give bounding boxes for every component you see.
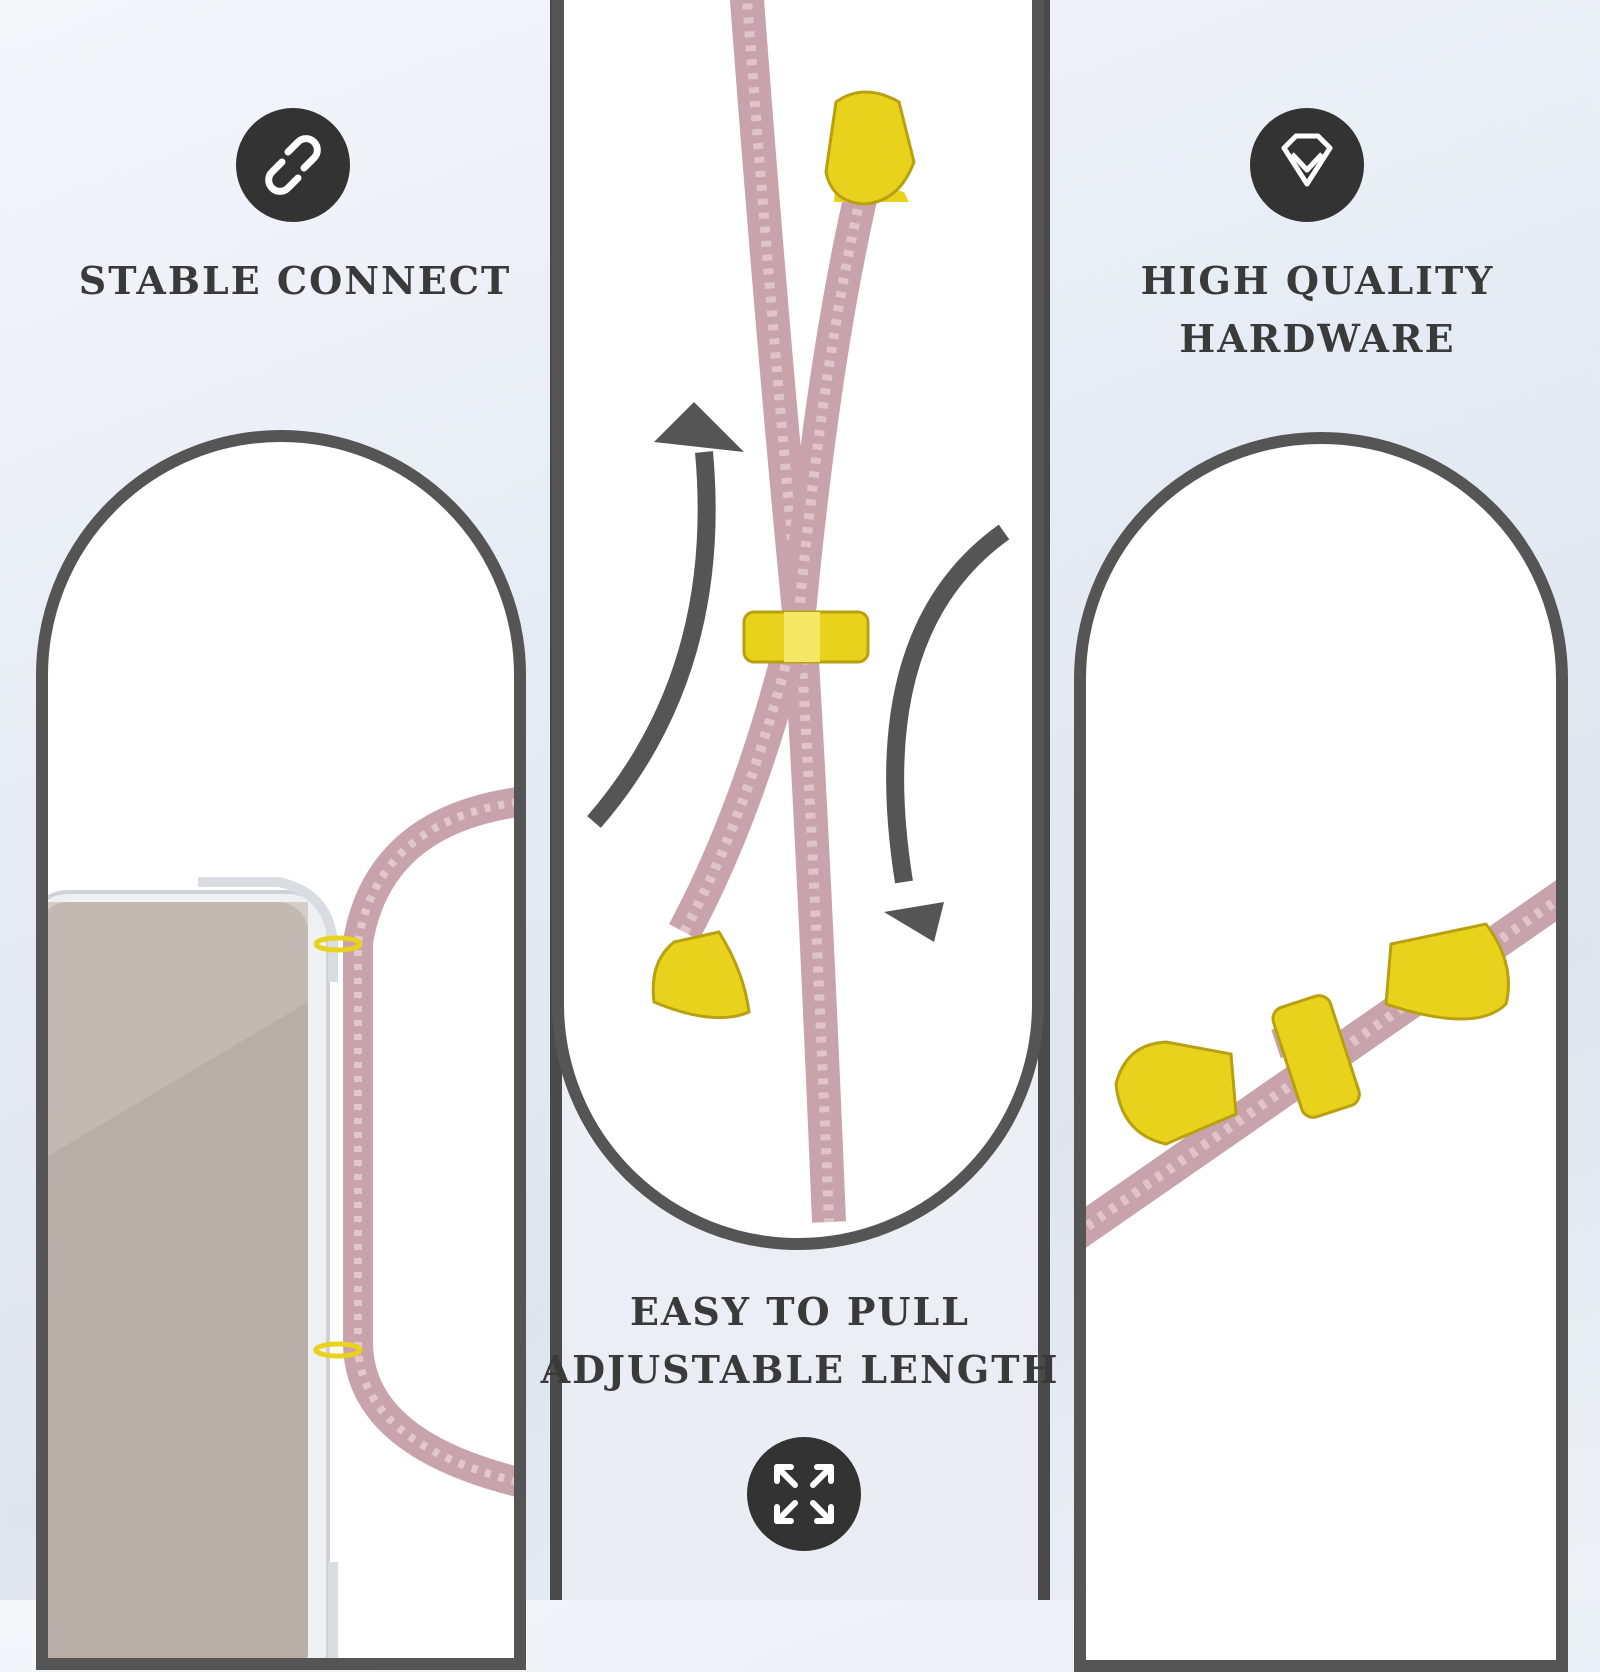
stable-connect-text: STABLE CONNECT [78,258,512,303]
easy-pull-image-frame [552,0,1044,1250]
stable-connect-image-frame [36,430,526,1670]
high-quality-title: HIGH QUALITY HARDWARE [1055,252,1580,368]
phone-case-with-cord-image [48,787,514,1658]
easy-pull-line1: EASY TO PULL [629,1289,970,1334]
expand-arrows-icon [747,1437,861,1551]
easy-pull-line2: ADJUSTABLE LENGTH [540,1347,1060,1392]
easy-pull-title: EASY TO PULL ADJUSTABLE LENGTH [535,1283,1065,1399]
chain-link-icon [236,108,350,222]
high-quality-line1: HIGH QUALITY [1140,258,1495,303]
gold-hardware-image [1086,880,1556,1248]
stable-connect-title: STABLE CONNECT [40,252,550,310]
diamond-icon [1250,108,1364,222]
adjustable-cord-image [587,0,1010,1223]
high-quality-image-frame [1074,432,1568,1672]
high-quality-line2: HARDWARE [1179,316,1456,361]
